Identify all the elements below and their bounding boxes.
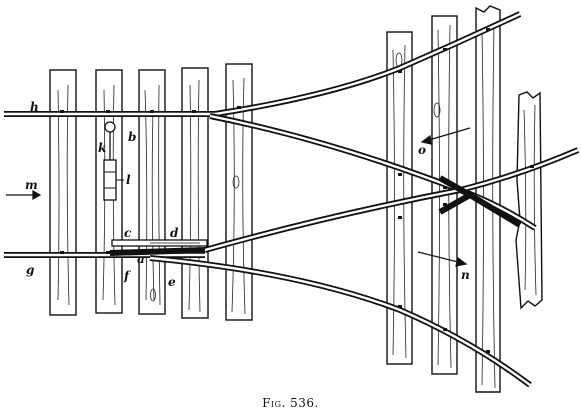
spikes [60,28,534,353]
connecting-bar-l [103,159,117,201]
label-d: d [170,226,179,240]
tie-1 [49,69,77,316]
tie-5 [225,63,253,321]
label-a: a [137,252,145,266]
label-f: f [123,269,131,283]
switch-point [109,247,206,256]
caption-fig-word: Fig. [262,396,286,410]
label-n: n [461,268,470,282]
label-g: g [26,263,34,277]
rail-upper-diverging [214,11,522,117]
caption-number: 536. [290,396,319,410]
label-h: h [30,100,39,114]
figure-caption: Fig. 536. [0,396,581,410]
label-c: c [124,226,132,240]
label-k: k [98,141,106,155]
tie-4 [181,67,209,319]
arrows [6,127,471,267]
label-l: l [126,173,131,187]
label-b: b [128,130,136,144]
frog-wing-2 [438,192,472,215]
label-o: o [418,143,426,157]
letter-labels: h b k l m o c d a g f e n [25,100,470,289]
tie-bar-cd [111,239,208,247]
tie-9-broken [515,91,543,310]
label-m: m [25,178,38,192]
switch-rod [103,121,124,201]
rails [4,11,580,388]
label-e: e [168,275,176,289]
